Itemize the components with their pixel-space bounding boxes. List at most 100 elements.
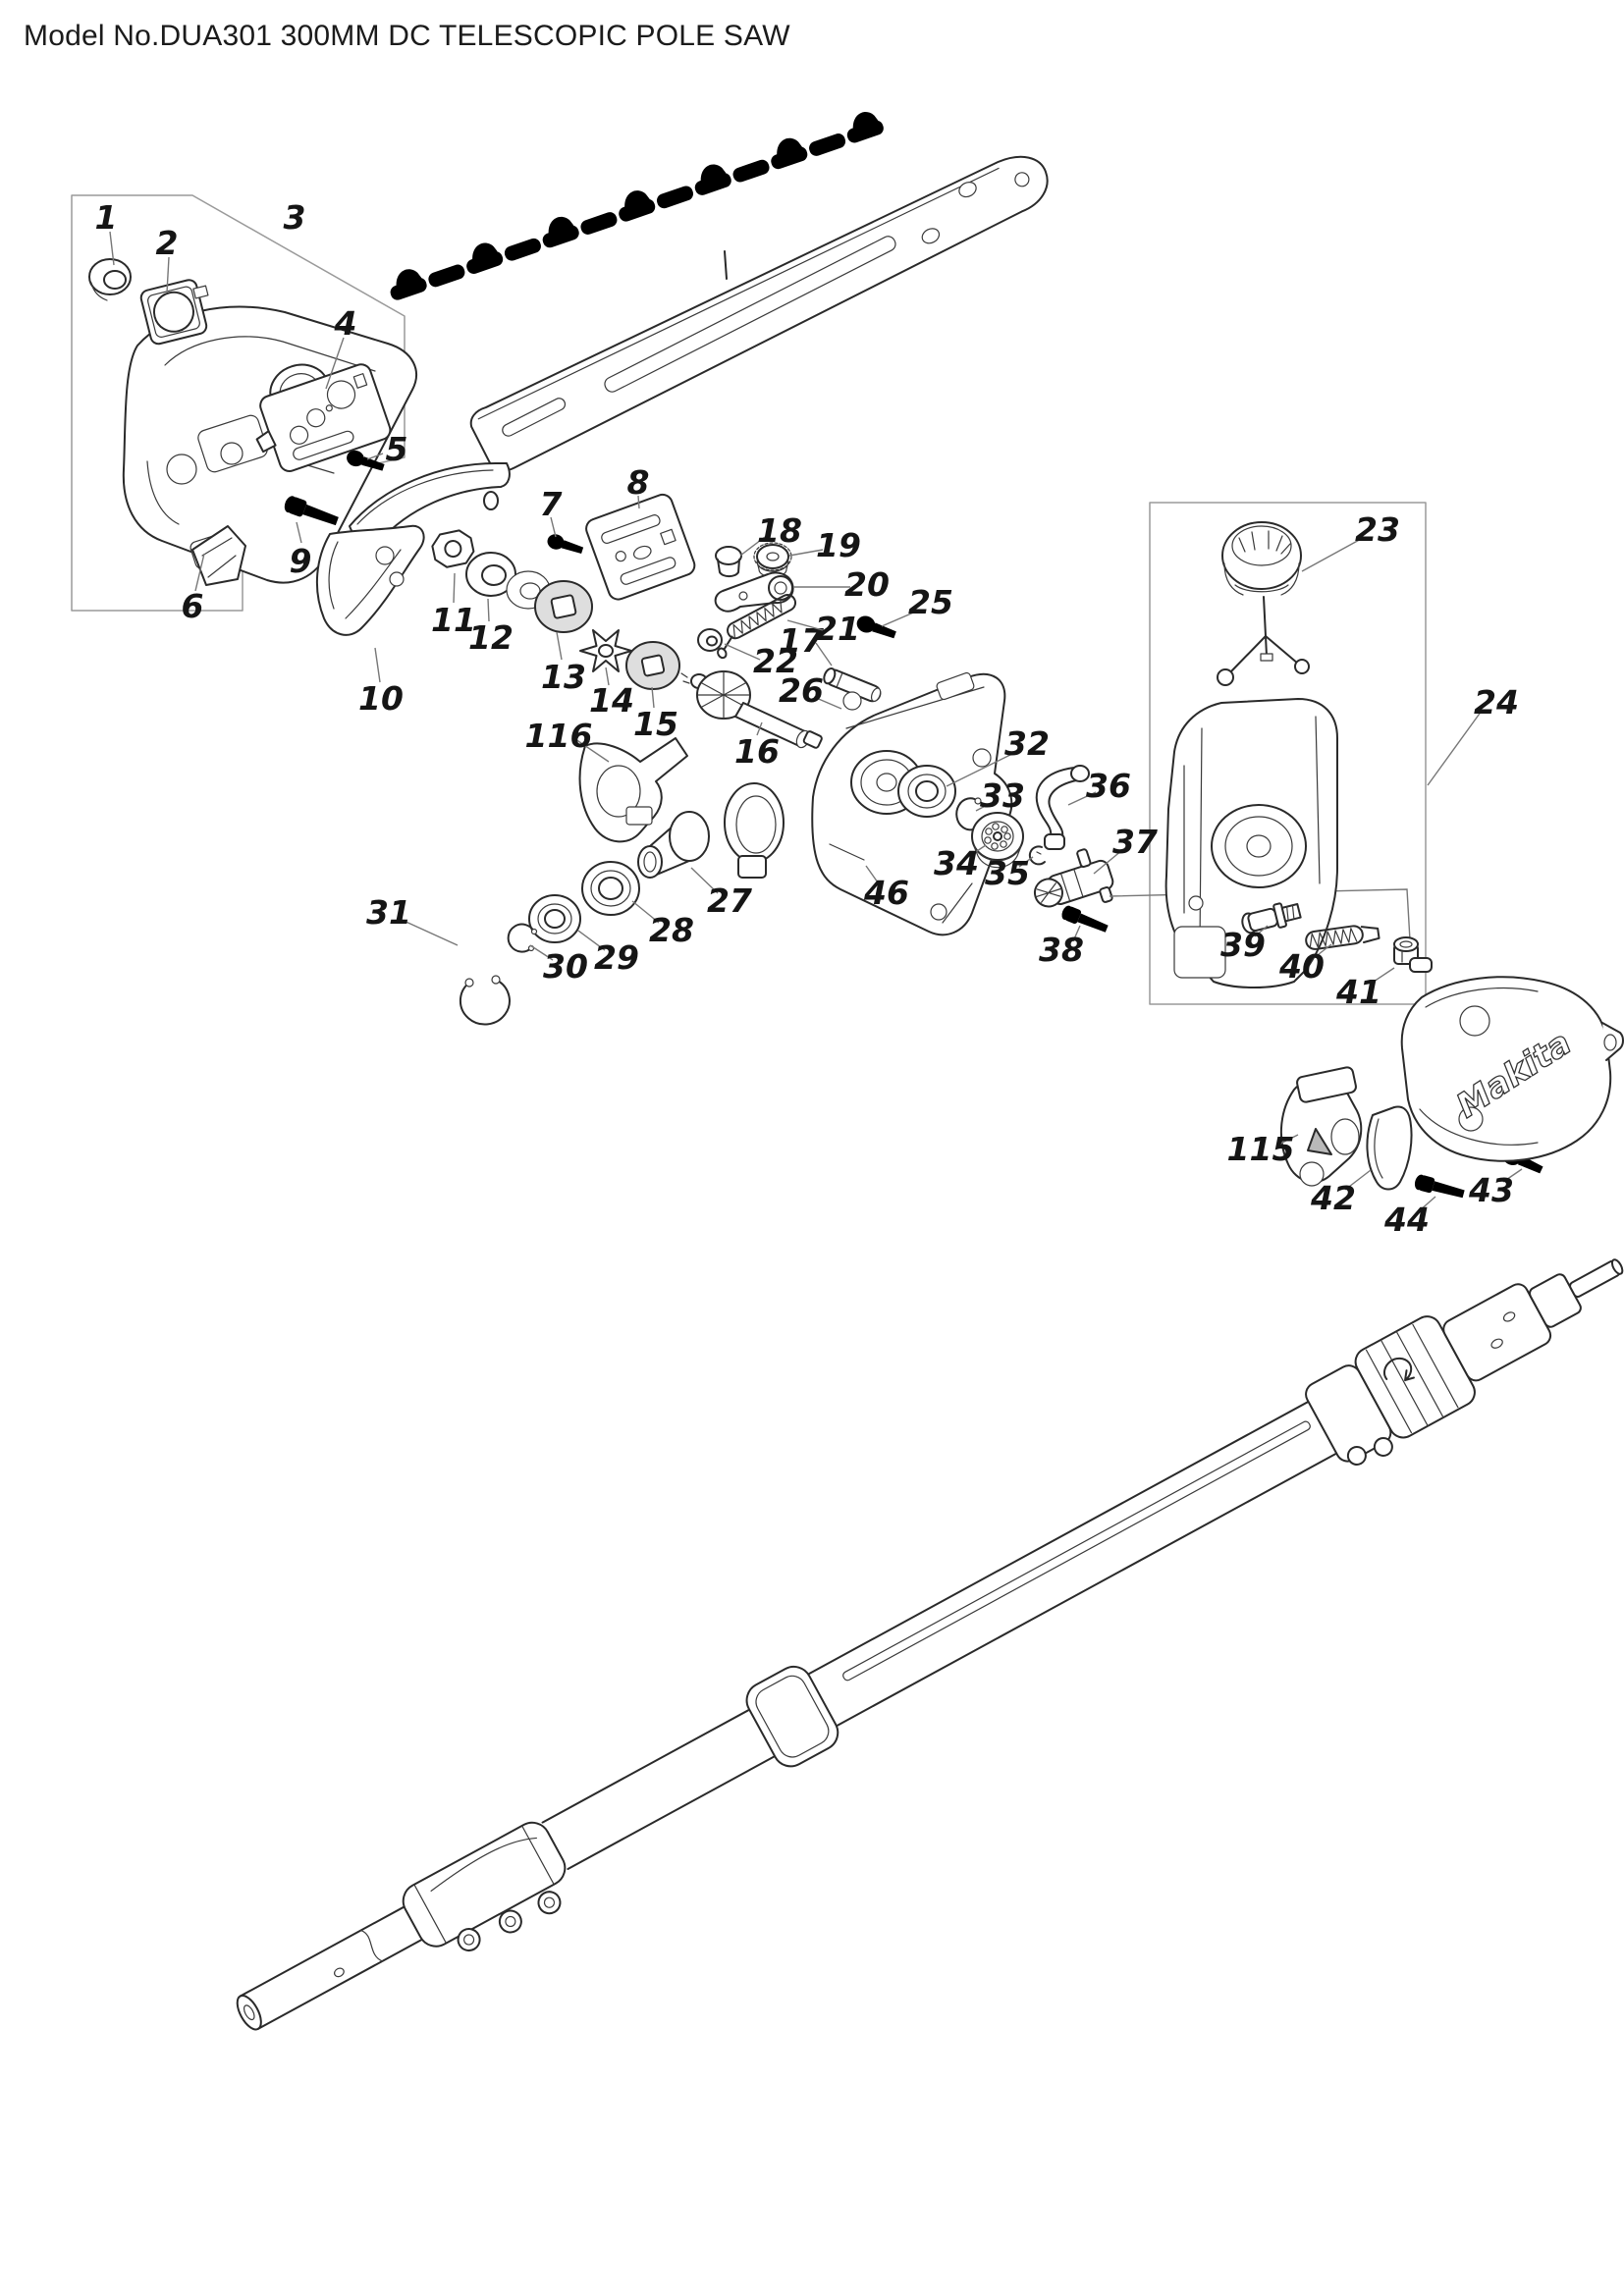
part-leader-28 <box>631 900 660 924</box>
chain-leader-line <box>724 250 728 280</box>
part-leader-2 <box>166 256 170 294</box>
part-leader-12 <box>487 598 490 622</box>
part-23-oil-cap-drawing <box>1217 521 1310 686</box>
part-19-gear-drawing <box>753 542 792 578</box>
part-label-10: 10 <box>358 679 404 718</box>
part-leader-6 <box>194 553 205 592</box>
part-leader-16 <box>756 721 763 736</box>
part-label-1: 1 <box>95 198 118 237</box>
part-leader-19 <box>788 549 824 557</box>
part-label-27: 27 <box>707 881 752 920</box>
part-leader-18 <box>739 536 766 557</box>
part-2-ring-plate-drawing <box>139 279 209 346</box>
part-label-12: 12 <box>468 618 514 657</box>
part-label-29: 29 <box>594 938 639 977</box>
part-label-40: 40 <box>1278 947 1325 986</box>
part-label-28: 28 <box>649 911 694 949</box>
part-30-circlip-drawing <box>507 923 538 953</box>
part-leader-1 <box>109 231 115 266</box>
part-label-20: 20 <box>844 565 890 604</box>
part-leader-15 <box>651 686 655 709</box>
part-44-bolt-drawing <box>1413 1173 1466 1202</box>
part-label-115: 115 <box>1227 1130 1295 1168</box>
part-leader-22 <box>724 643 761 661</box>
part-6-lever-drawing <box>191 525 246 586</box>
part-label-2: 2 <box>156 224 179 262</box>
part-leader-10 <box>374 647 381 683</box>
part-32-bearing-drawing <box>897 765 956 818</box>
part-14-sprocket-drawing <box>579 629 632 672</box>
part-leader-5 <box>366 453 384 460</box>
part-label-25: 25 <box>908 583 953 621</box>
part-leader-25 <box>881 610 919 627</box>
part-label-5: 5 <box>386 430 408 468</box>
part-leader-14 <box>605 667 610 686</box>
part-leader-41 <box>1370 967 1395 985</box>
part-leader-30 <box>529 944 554 961</box>
part-label-18: 18 <box>757 511 802 550</box>
part-label-41: 41 <box>1335 973 1381 1011</box>
part-label-42: 42 <box>1310 1179 1356 1217</box>
part-label-11: 11 <box>431 601 476 639</box>
part-leader-34 <box>967 844 987 858</box>
part-leader-7 <box>550 516 557 538</box>
part-leader-43 <box>1502 1168 1523 1183</box>
part-label-39: 39 <box>1220 926 1266 964</box>
part-leader-40 <box>1313 943 1332 959</box>
part-label-24: 24 <box>1474 683 1519 721</box>
part-4-gasket-drawing <box>255 363 392 472</box>
part-leader-33 <box>975 802 992 812</box>
part-42-housing-drawing <box>1366 1105 1413 1191</box>
part-label-33: 33 <box>980 776 1025 815</box>
part-label-116: 116 <box>525 717 593 755</box>
part-15-disc-drawing <box>625 641 680 690</box>
part-7-screw-drawing <box>545 532 585 559</box>
part-label-34: 34 <box>934 844 979 882</box>
part-label-35: 35 <box>985 854 1030 892</box>
part-leader-116 <box>574 738 610 763</box>
part-label-26: 26 <box>779 671 824 710</box>
part-leader-8 <box>637 495 640 509</box>
part-label-46: 46 <box>863 874 909 912</box>
part-leader-4 <box>325 337 345 390</box>
part-22-grommet-drawing <box>697 628 723 652</box>
part-10-guard-drawing <box>315 524 425 636</box>
part-label-3: 3 <box>284 198 306 237</box>
part-label-21: 21 <box>815 610 860 648</box>
part-24-oil-tank-drawing <box>1164 698 1338 988</box>
part-leader-115 <box>1277 1134 1299 1146</box>
part-116-clamp-drawing <box>578 737 688 843</box>
guide-bar-drawing <box>469 155 1049 472</box>
part-35-eclip-drawing <box>1028 845 1046 866</box>
part-leader-37 <box>1093 849 1123 875</box>
part-8-plate-drawing <box>585 493 696 601</box>
part-34-cam-pulley-drawing <box>971 812 1024 869</box>
part-16-spindle-drawing <box>680 670 823 749</box>
part-leader-26 <box>813 696 842 710</box>
part-label-9: 9 <box>290 542 312 580</box>
part-label-19: 19 <box>816 526 861 564</box>
part-leader-23 <box>1301 537 1364 572</box>
page-title: Model No.DUA301 300MM DC TELESCOPIC POLE… <box>24 20 790 52</box>
part-leader-21 <box>786 619 824 631</box>
part-leader-9 <box>296 521 302 544</box>
oil-tank-group-box <box>1149 502 1427 1005</box>
part-leader-24 <box>1427 710 1483 786</box>
motor-cover-drawing: Makita <box>1400 976 1624 1162</box>
part-label-23: 23 <box>1355 510 1400 549</box>
part-40-spring-drawing <box>1305 925 1380 950</box>
part-leader-42 <box>1344 1169 1372 1191</box>
part-label-6: 6 <box>182 587 204 625</box>
part-leader-27 <box>690 867 719 894</box>
part-label-36: 36 <box>1086 767 1131 805</box>
part-label-14: 14 <box>589 681 634 720</box>
part-leader-35 <box>1018 856 1034 868</box>
part-label-7: 7 <box>540 485 563 523</box>
part-41-elbow-drawing <box>1393 936 1433 973</box>
part-11-nut-drawing <box>431 529 475 568</box>
part-label-43: 43 <box>1468 1171 1514 1209</box>
part-31-snap-ring-drawing <box>459 975 511 1026</box>
part-21-worm-spring-drawing <box>717 594 797 660</box>
